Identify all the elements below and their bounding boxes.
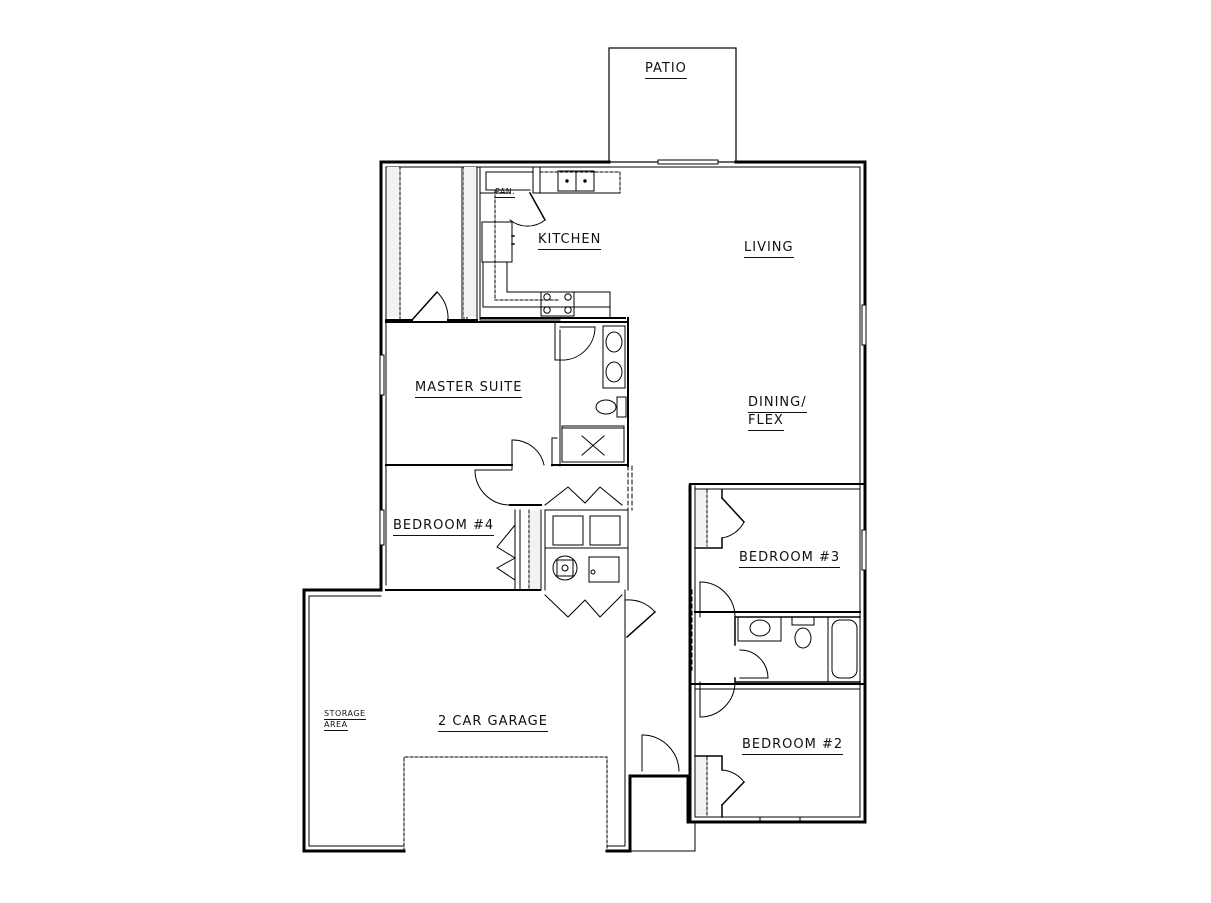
living-label: LIVING	[744, 241, 794, 258]
kitchen-label: KITCHEN	[538, 233, 602, 250]
bedroom4-label: BEDROOM #4	[393, 519, 495, 536]
laundry-room	[544, 465, 633, 618]
garage-door-outline	[403, 756, 608, 852]
master-closet	[385, 166, 478, 322]
bedroom4-walls	[385, 509, 542, 591]
master-suite-label: MASTER SUITE	[415, 381, 523, 398]
right-wing-walls	[689, 483, 866, 818]
pantry-label: PAN.	[495, 187, 516, 198]
front-door	[629, 734, 696, 852]
garage-entry-door	[624, 599, 657, 639]
storage-label-line2: AREA	[324, 720, 348, 731]
patio-label: PATIO	[645, 62, 687, 79]
kitchen-area	[479, 166, 626, 321]
windows	[379, 159, 867, 822]
garage-label: 2 CAR GARAGE	[438, 715, 548, 732]
bedroom2-label: BEDROOM #2	[742, 738, 844, 755]
storage-label-line1: STORAGE	[324, 709, 366, 720]
master-bath	[385, 317, 629, 467]
bedroom3-label: BEDROOM #3	[739, 551, 841, 568]
master-suite-door	[474, 439, 545, 506]
dining-label-line2: FLEX	[748, 414, 784, 431]
dining-label-line1: DINING/	[748, 396, 807, 413]
